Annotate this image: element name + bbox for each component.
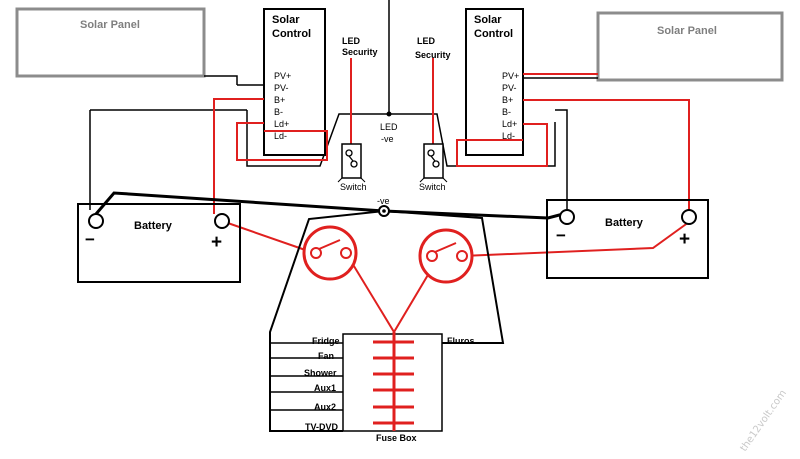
controller-right-title-2: Control (474, 28, 513, 40)
fuse-box-label: Fuse Box (376, 433, 417, 443)
battery-left-negative-terminal (88, 213, 104, 229)
left-switch-label: Switch (340, 182, 367, 192)
left-pin-pv-minus: PV- (274, 83, 289, 93)
circuit-aux2: Aux2 (314, 402, 336, 412)
fuse-branches (373, 340, 414, 425)
controller-left-title-1: Solar (272, 14, 300, 26)
left-switch-body (341, 143, 362, 179)
solar-panel-left (15, 7, 206, 78)
battery-left-positive-terminal (214, 213, 230, 229)
left-battery-to-breaker (221, 220, 315, 254)
load-negative-left (269, 210, 385, 432)
right-battery-to-breaker (461, 221, 690, 257)
right-b-plus-wire (523, 99, 690, 214)
right-switch-label: Switch (419, 182, 446, 192)
right-switch-lever (430, 155, 436, 162)
left-pin-ld-plus: Ld+ (274, 119, 289, 129)
negative-bus (94, 191, 568, 220)
left-pv-neg-wire-bend (204, 75, 238, 85)
left-switch-contact-2 (350, 160, 358, 168)
right-pin-b-plus: B+ (502, 95, 513, 105)
right-switch-body (423, 143, 444, 179)
load-negative-right (383, 210, 505, 344)
right-led-security-2: Security (415, 50, 451, 60)
negative-wires (94, 191, 568, 220)
solar-panel-left-label: Solar Panel (80, 19, 140, 31)
right-pin-ld-plus: Ld+ (502, 119, 517, 129)
breaker-right (418, 228, 474, 284)
solar-panel-right (596, 11, 784, 82)
led-ve-node (386, 111, 392, 117)
led-ve-label-1: LED (380, 122, 398, 132)
breaker-left (302, 225, 358, 281)
left-load-loop (236, 122, 328, 161)
left-led-security-2: Security (342, 47, 378, 57)
load-negative-wires (269, 210, 505, 432)
right-pin-b-minus: B- (502, 107, 511, 117)
circuit-shower: Shower (304, 368, 337, 378)
right-switch-feet (419, 177, 448, 183)
watermark: the12volt.com (738, 388, 789, 454)
battery-left-plus-sign: + (211, 232, 222, 253)
left-pin-ld-minus: Ld- (274, 131, 287, 141)
battery-right-minus-sign: − (556, 226, 566, 245)
battery-left (77, 203, 241, 283)
battery-right-positive-terminal (681, 209, 697, 225)
circuit-fan: Fan (318, 351, 334, 361)
solar-controller-right (465, 8, 524, 156)
circuit-fluros: Fluros (447, 336, 475, 346)
battery-right (546, 199, 709, 279)
right-pin-pv-plus: PV+ (502, 71, 519, 81)
circuit-aux1: Aux1 (314, 383, 336, 393)
breakers (302, 225, 474, 284)
led-ve-label-2: -ve (381, 134, 394, 144)
battery-right-label: Battery (605, 217, 644, 229)
left-switch-lever (348, 155, 354, 162)
controller-left-title-2: Control (272, 28, 311, 40)
right-led-security-1: LED (417, 36, 436, 46)
negative-label: -ve (377, 196, 390, 206)
solar-panel-right-label: Solar Panel (657, 25, 717, 37)
left-switch-feet (337, 177, 366, 183)
circuit-fridge: Fridge (312, 336, 340, 346)
negative-junction-dot (382, 209, 386, 213)
left-pin-b-plus: B+ (274, 95, 285, 105)
battery-left-label: Battery (134, 220, 173, 232)
right-switch-contact-2 (432, 160, 440, 168)
left-b-plus-wire (213, 98, 264, 214)
controller-right-title-1: Solar (474, 14, 502, 26)
right-load-loop (456, 123, 548, 167)
circuit-tv-dvd: TV-DVD (305, 422, 339, 432)
breaker-contacts (310, 239, 468, 262)
battery-left-minus-sign: − (85, 230, 95, 249)
left-pin-pv-plus: PV+ (274, 71, 291, 81)
right-pin-pv-minus: PV- (502, 83, 517, 93)
battery-right-plus-sign: + (679, 229, 690, 250)
right-pin-ld-minus: Ld- (502, 131, 515, 141)
left-led-security-1: LED (342, 36, 361, 46)
battery-right-negative-terminal (559, 209, 575, 225)
circuit-taps (270, 342, 343, 411)
left-pin-b-minus: B- (274, 107, 283, 117)
